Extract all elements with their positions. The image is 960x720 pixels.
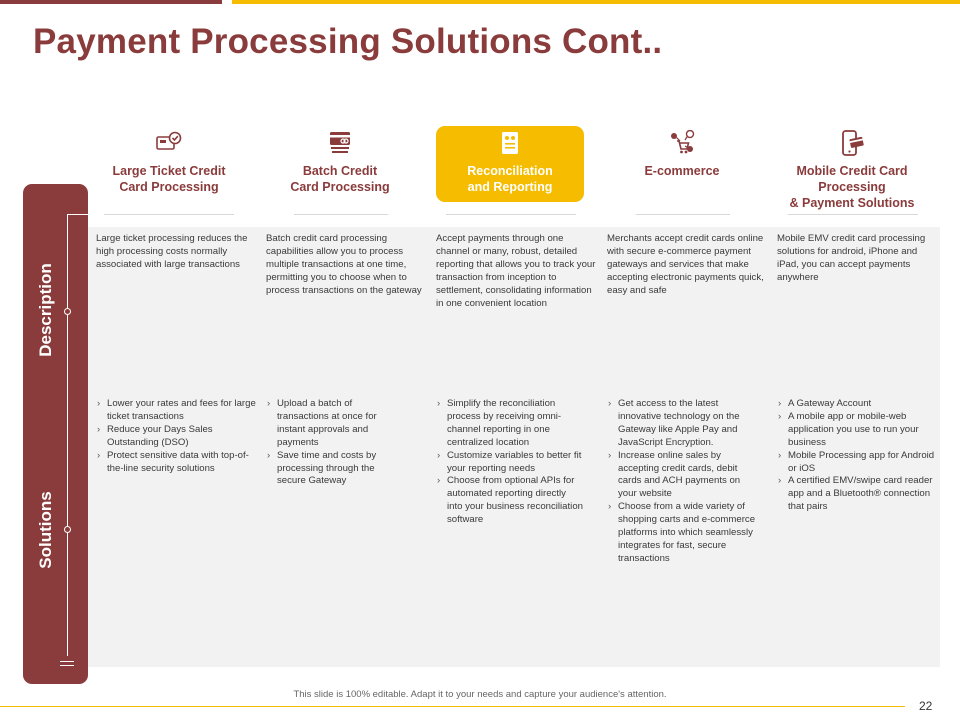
shopping-cart-network-icon	[671, 130, 695, 154]
column-header-batch: Batch Credit Card Processing	[266, 126, 414, 202]
list-item: Protect sensitive data with top-of-the-l…	[96, 450, 258, 476]
list-item: Lower your rates and fees for large tick…	[96, 398, 258, 424]
column-header-reconciliation: Reconciliation and Reporting	[436, 126, 584, 202]
solutions-marker-dot	[64, 526, 71, 533]
list-item: Reduce your Days Sales Outstanding (DSO)	[96, 424, 258, 450]
page-number: 22	[919, 699, 933, 713]
list-item: Save time and costs by processing throug…	[266, 450, 386, 489]
column-label: Large Ticket Credit Card Processing	[112, 164, 226, 194]
column-divider	[446, 214, 576, 215]
column-header-large-ticket: Large Ticket Credit Card Processing	[95, 126, 243, 202]
row-label-sidebar	[23, 184, 88, 684]
column-label: E-commerce	[644, 164, 720, 178]
list-item: A mobile app or mobile-web application y…	[777, 411, 937, 450]
solutions-list-mobile: A Gateway Account A mobile app or mobile…	[777, 398, 937, 514]
description-ecommerce: Merchants accept credit cards online wit…	[607, 233, 764, 296]
page-title: Payment Processing Solutions Cont..	[33, 22, 663, 61]
description-reconciliation: Accept payments through one channel or m…	[436, 233, 596, 309]
menu-lines-icon	[60, 661, 74, 669]
list-item: Mobile Processing app for Android or iOS	[777, 450, 937, 476]
credit-card-check-icon	[156, 131, 182, 150]
column-divider	[294, 214, 388, 215]
top-accent-bar-maroon	[0, 0, 222, 4]
column-divider	[788, 214, 918, 215]
list-item: A certified EMV/swipe card reader app an…	[777, 475, 937, 514]
footer-divider	[0, 706, 905, 707]
solutions-list-ecommerce: Get access to the latest innovative tech…	[607, 398, 757, 566]
batch-cards-icon	[330, 132, 350, 153]
list-item: Increase online sales by accepting credi…	[607, 450, 757, 502]
column-label: Batch Credit Card Processing	[290, 164, 390, 194]
description-mobile: Mobile EMV credit card processing soluti…	[777, 233, 926, 283]
report-document-icon	[502, 132, 518, 154]
solutions-list-large-ticket: Lower your rates and fees for large tick…	[96, 398, 258, 475]
mobile-card-icon	[842, 130, 864, 156]
column-divider	[104, 214, 234, 215]
sidebar-connector-tick	[67, 214, 92, 215]
list-item: Customize variables to better fit your r…	[436, 450, 584, 476]
column-header-ecommerce: E-commerce	[608, 126, 756, 202]
list-item: A Gateway Account	[777, 398, 937, 411]
top-accent-bar-yellow	[232, 0, 960, 4]
footer-note: This slide is 100% editable. Adapt it to…	[293, 689, 667, 700]
list-item: Simplify the reconciliation process by r…	[436, 398, 584, 450]
list-item: Choose from optional APIs for automated …	[436, 475, 584, 527]
column-label: Mobile Credit Card Processing & Payment …	[789, 164, 915, 210]
description-large-ticket: Large ticket processing reduces the high…	[96, 233, 248, 270]
sidebar-connector-line	[67, 214, 68, 656]
row-label-solutions: Solutions	[36, 491, 55, 569]
description-marker-dot	[64, 308, 71, 315]
solutions-list-reconciliation: Simplify the reconciliation process by r…	[436, 398, 584, 527]
list-item: Choose from a wide variety of shopping c…	[607, 501, 757, 566]
column-divider	[636, 214, 730, 215]
list-item: Get access to the latest innovative tech…	[607, 398, 757, 450]
column-label: Reconciliation and Reporting	[467, 164, 553, 194]
column-header-mobile: Mobile Credit Card Processing & Payment …	[778, 126, 926, 210]
solutions-list-batch: Upload a batch of transactions at once f…	[266, 398, 386, 488]
list-item: Upload a batch of transactions at once f…	[266, 398, 386, 450]
description-batch: Batch credit card processing capabilitie…	[266, 233, 422, 296]
row-label-description: Description	[36, 263, 55, 357]
